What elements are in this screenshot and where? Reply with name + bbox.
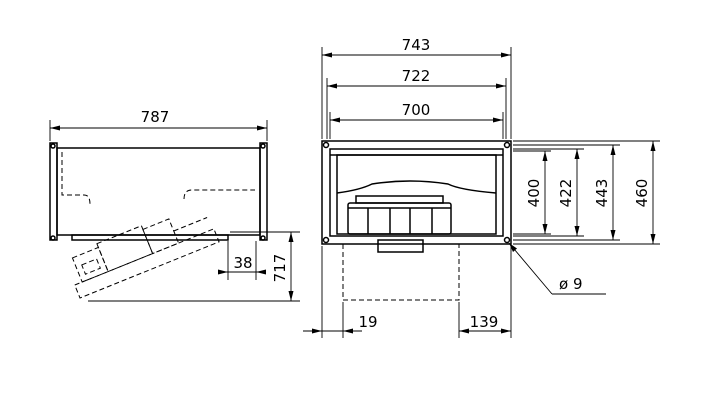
hidden-lower-outline xyxy=(342,244,460,301)
dim-700 xyxy=(329,112,504,139)
dim-443 xyxy=(610,145,616,240)
dim-38-label: 38 xyxy=(233,254,252,272)
motor-stub xyxy=(377,239,424,253)
dim-139-label: 139 xyxy=(470,313,499,331)
bottom-extension-lines xyxy=(321,246,512,338)
outer-flange xyxy=(321,140,512,245)
dim-19-label: 19 xyxy=(358,313,377,331)
dim-722-label: 722 xyxy=(402,67,431,85)
dim-19 xyxy=(303,328,362,334)
flange-bolts xyxy=(50,143,266,241)
dim-717 xyxy=(88,231,300,302)
dim-139 xyxy=(459,328,511,334)
hole-diameter-label: ø 9 xyxy=(559,275,583,293)
left-flange xyxy=(49,142,58,241)
inner-duct xyxy=(329,148,504,237)
dim-443-label: 443 xyxy=(593,179,611,208)
dim-400-label: 400 xyxy=(525,179,543,208)
dim-400 xyxy=(542,151,548,234)
hole-br xyxy=(503,236,511,244)
fan-unit xyxy=(336,180,497,253)
dim-722 xyxy=(326,78,507,139)
side-view: 787 38 717 xyxy=(49,108,300,302)
hole-bl xyxy=(322,236,330,244)
dim-460 xyxy=(650,141,656,244)
base-plate xyxy=(71,234,229,241)
dim-422-label: 422 xyxy=(557,179,575,208)
corner-holes xyxy=(322,141,511,244)
dim-700-label: 700 xyxy=(402,101,431,119)
dim-743-label: 743 xyxy=(402,36,431,54)
front-view: 743 722 700 xyxy=(303,36,660,338)
right-flange xyxy=(259,142,268,241)
hidden-inlet-left xyxy=(61,152,91,205)
dim-787 xyxy=(49,120,268,141)
inner-frame xyxy=(336,154,497,235)
dim-38 xyxy=(218,241,266,280)
dim-743 xyxy=(321,47,512,139)
hole-leader xyxy=(508,242,606,295)
hole-tr xyxy=(503,141,511,149)
hole-tl xyxy=(322,141,330,149)
side-view-housing xyxy=(56,147,261,236)
hidden-inlet-right xyxy=(183,189,255,200)
swing-out-assembly xyxy=(71,217,220,299)
fan-rim xyxy=(355,195,444,204)
dim-422 xyxy=(574,149,580,236)
dim-460-label: 460 xyxy=(633,179,651,208)
dim-787-label: 787 xyxy=(141,108,170,126)
dim-717-label: 717 xyxy=(271,254,289,283)
